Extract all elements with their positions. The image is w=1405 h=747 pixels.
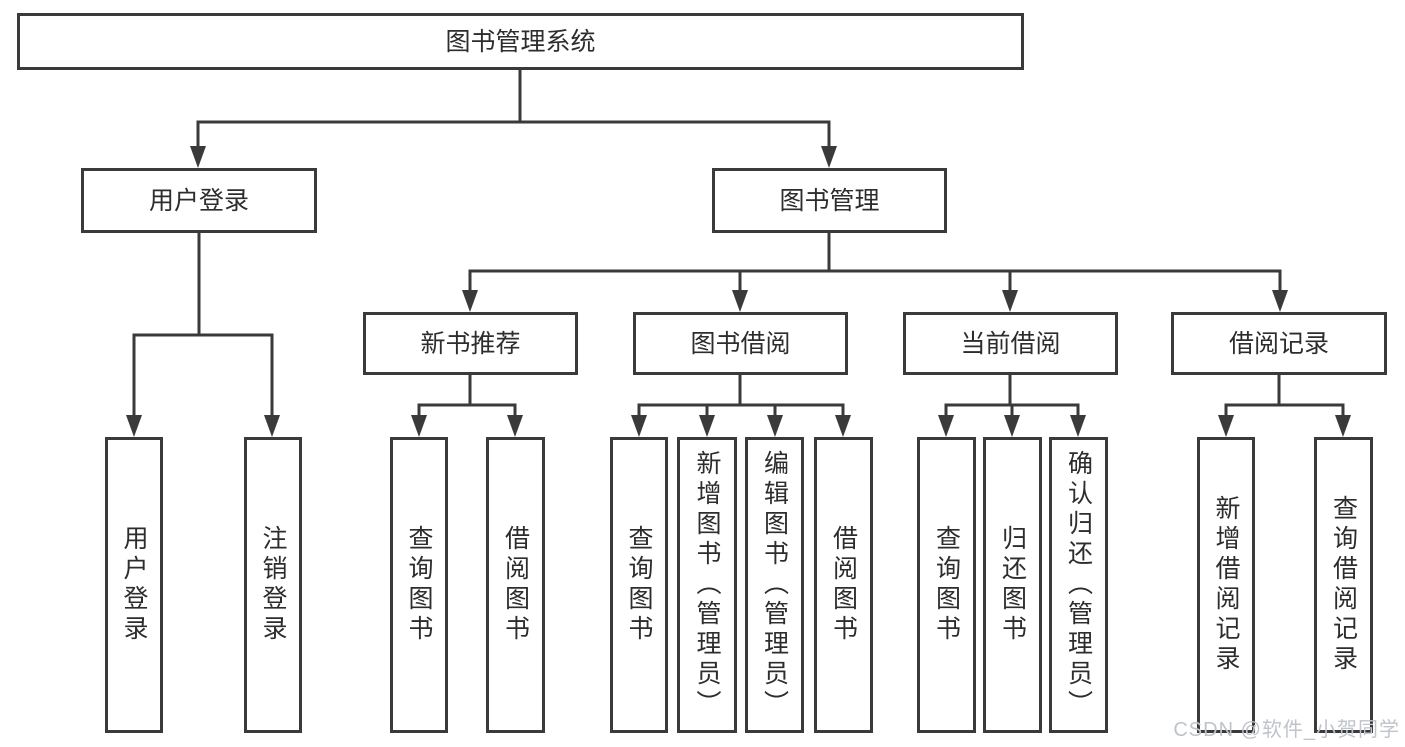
node-record-query: 查询借阅记录 [1314, 437, 1373, 733]
edge-bookborrow-to-children [637, 375, 845, 419]
node-root: 图书管理系统 [17, 13, 1024, 70]
node-borrow-record: 借阅记录 [1171, 312, 1387, 375]
node-borrow-add-admin: 新增图书（管理员） [677, 437, 737, 733]
edge-currentborrow-to-children [944, 375, 1080, 419]
arrow-down-icon [821, 146, 837, 168]
node-current-query: 查询图书 [917, 437, 976, 733]
arrow-down-icon [699, 415, 715, 437]
node-current-confirm-admin: 确认归还（管理员） [1049, 437, 1108, 733]
arrow-down-icon [732, 290, 748, 312]
node-new-book-rec: 新书推荐 [363, 312, 578, 375]
arrow-down-icon [1004, 415, 1020, 437]
arrow-down-icon [1070, 415, 1086, 437]
node-current-return: 归还图书 [983, 437, 1042, 733]
arrow-down-icon [767, 415, 783, 437]
arrow-down-icon [1335, 415, 1351, 437]
node-borrow-borrow: 借阅图书 [814, 437, 873, 733]
arrow-down-icon [462, 290, 478, 312]
node-leaf-logout: 注销登录 [244, 437, 302, 733]
node-borrow-edit-admin: 编辑图书（管理员） [745, 437, 804, 733]
edge-root-to-level2 [196, 69, 831, 150]
arrow-down-icon [1002, 290, 1018, 312]
edge-bookmgmt-to-level3 [468, 233, 1282, 294]
arrow-down-icon [1218, 415, 1234, 437]
edge-userlogin-to-children [132, 233, 274, 419]
node-record-add: 新增借阅记录 [1197, 437, 1255, 733]
arrow-down-icon [835, 415, 851, 437]
node-book-borrow: 图书借阅 [633, 312, 848, 375]
arrow-down-icon [411, 415, 427, 437]
arrowheads [126, 146, 1351, 437]
arrow-down-icon [1272, 290, 1288, 312]
arrow-down-icon [264, 415, 280, 437]
arrow-down-icon [126, 415, 142, 437]
arrow-down-icon [938, 415, 954, 437]
node-newbook-borrow: 借阅图书 [486, 437, 545, 733]
node-leaf-user-login: 用户登录 [105, 437, 163, 733]
arrow-down-icon [631, 415, 647, 437]
node-current-borrow: 当前借阅 [903, 312, 1118, 375]
edge-newbook-to-children [417, 375, 517, 419]
arrow-down-icon [190, 146, 206, 168]
node-user-login: 用户登录 [81, 168, 317, 233]
csdn-watermark: CSDN @软件_小贺同学 [1173, 719, 1400, 741]
node-borrow-query: 查询图书 [610, 437, 668, 733]
node-book-mgmt: 图书管理 [712, 168, 947, 233]
node-newbook-query: 查询图书 [390, 437, 448, 733]
arrow-down-icon [507, 415, 523, 437]
edge-borrowrecord-to-children [1224, 375, 1345, 419]
